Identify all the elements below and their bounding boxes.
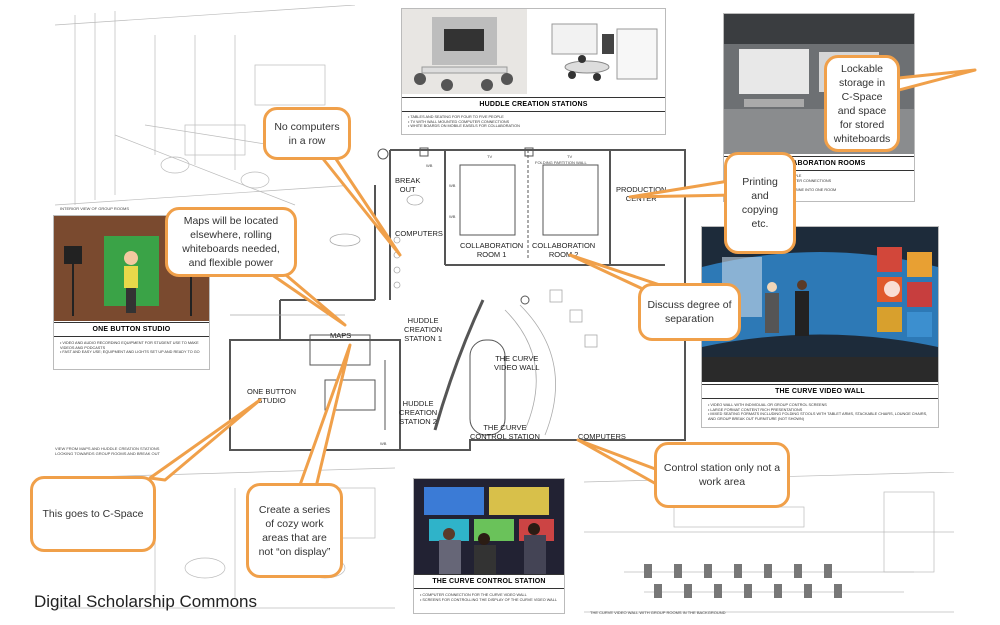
plan-label-curve-wall: THE CURVE VIDEO WALL: [494, 354, 540, 372]
leader-no-computers: [314, 148, 402, 257]
plan-label-collab-room-2: COLLABORATION ROOM 2: [532, 241, 596, 259]
huddle-rendering: [402, 9, 665, 94]
one-button-card-item: VIDEO AND AUDIO RECORDING EQUIPMENT FOR …: [60, 341, 205, 350]
leader-cspace: [148, 398, 262, 482]
callout-control-station: Control station only not a work area: [654, 442, 790, 508]
curve-wall-card-title: THE CURVE VIDEO WALL: [702, 384, 938, 399]
huddle-stations-card: HUDDLE CREATION STATIONS TABLES AND SEAT…: [401, 8, 666, 135]
leader-control: [576, 438, 660, 487]
leader-maps: [263, 268, 347, 327]
plan-wb-2: WB: [449, 214, 456, 219]
callout-c-space: This goes to C-Space: [30, 476, 156, 552]
one-button-card-title: ONE BUTTON STUDIO: [54, 322, 209, 337]
curve-wall-card-item: MIXED SEATING FORMATS INCLUDING FOLDING …: [708, 412, 934, 421]
one-button-card-list: VIDEO AND AUDIO RECORDING EQUIPMENT FOR …: [60, 341, 205, 355]
one-button-card-item: FAST AND EASY USE; EQUIPMENT AND LIGHTS …: [60, 350, 205, 355]
plan-label-computers-left: COMPUTERS: [395, 229, 443, 238]
plan-folding-wall: FOLDING PARTITION WALL: [535, 160, 587, 165]
callout-separation: Discuss degree of separation: [638, 283, 741, 341]
huddle-card-item: TABLES AND SEATING FOR FOUR TO FIVE PEOP…: [408, 115, 661, 120]
callout-no-computers: No computers in a row: [263, 107, 351, 160]
curve-control-card-item: SCREENS FOR CONTROLLING THE DISPLAY OF T…: [420, 598, 560, 603]
plan-label-breakout: BREAK OUT: [395, 176, 421, 194]
curve-control-card-title: THE CURVE CONTROL STATION: [414, 574, 564, 589]
curve-wall-card-item: LARGE FORMAT CONTENT RICH PRESENTATIONS: [708, 408, 934, 413]
maps-view-caption: VIEW FROM MAPS AND HUDDLE CREATION STATI…: [55, 446, 160, 456]
callout-printing: Printing and copying etc.: [724, 152, 796, 254]
floor-plan: [229, 147, 686, 451]
plan-label-one-button: ONE BUTTON STUDIO: [247, 387, 297, 405]
page-title: Digital Scholarship Commons: [34, 592, 257, 611]
plan-wb-3: WB: [426, 163, 433, 168]
curve-video-wall-photo: [702, 227, 938, 382]
curve-control-card-item: COMPUTER CONNECTION FOR THE CURVE VIDEO …: [420, 593, 560, 598]
plan-wb-4: WB: [380, 441, 387, 446]
interior-sketch-caption: INTERIOR VIEW OF GROUP ROOMS: [60, 206, 130, 211]
huddle-card-title: HUDDLE CREATION STATIONS: [402, 97, 665, 112]
curve-wall-card-list: VIDEO WALL WITH INDIVIDUAL OR GROUP CONT…: [708, 403, 934, 421]
leader-cozy: [298, 343, 352, 489]
huddle-card-item: WHITE BOARDS ON MOBILE EASELS FOR COLLAB…: [408, 124, 661, 129]
plan-label-huddle-2: HUDDLE CREATION STATION 2: [399, 399, 438, 426]
curve-control-station-photo: [414, 479, 564, 574]
plan-label-huddle-1: HUDDLE CREATION STATION 1: [404, 316, 443, 343]
huddle-card-item: TV WITH WALL MOUNTED COMPUTER CONNECTION…: [408, 120, 661, 125]
curve-video-wall-card: THE CURVE VIDEO WALL VIDEO WALL WITH IND…: [701, 226, 939, 428]
curve-view-caption: THE CURVE VIDEO WALL WITH GROUP ROOMS IN…: [590, 610, 726, 615]
curve-control-card-list: COMPUTER CONNECTION FOR THE CURVE VIDEO …: [420, 593, 560, 602]
callout-cozy-work-areas: Create a series of cozy work areas that …: [246, 483, 343, 578]
plan-label-production-center: PRODUCTION CENTER: [616, 185, 667, 203]
curve-control-station-card: THE CURVE CONTROL STATION COMPUTER CONNE…: [413, 478, 565, 614]
plan-label-computers-bottom: COMPUTERS: [578, 432, 626, 441]
plan-tv-1: TV: [487, 154, 493, 159]
callout-lockable-storage: Lockable storage in C-Space and space fo…: [824, 55, 900, 152]
plan-label-collab-room-1: COLLABORATION ROOM 1: [460, 241, 524, 259]
plan-tv-2: TV: [567, 154, 573, 159]
callout-maps-elsewhere: Maps will be located elsewhere, rolling …: [165, 207, 297, 277]
huddle-card-list: TABLES AND SEATING FOR FOUR TO FIVE PEOP…: [408, 115, 661, 129]
leader-printing: [628, 178, 737, 199]
plan-wb-1: WB: [449, 183, 456, 188]
curve-wall-card-item: VIDEO WALL WITH INDIVIDUAL OR GROUP CONT…: [708, 403, 934, 408]
curve-view-sketch: [584, 472, 954, 613]
plan-label-maps: MAPS: [330, 331, 352, 340]
plan-label-curve-control: THE CURVE CONTROL STATION: [470, 423, 540, 441]
